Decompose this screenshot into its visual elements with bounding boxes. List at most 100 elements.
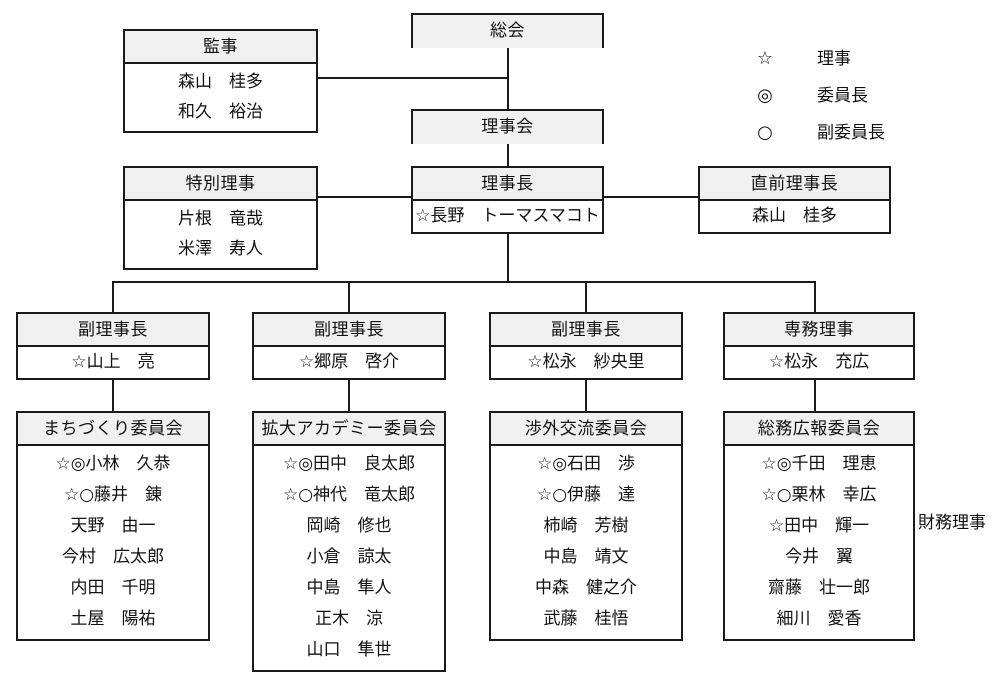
node-committee-soumu[interactable]: 総務広報委員会 ☆◎千田 理恵 ☆○栗林 幸広 ☆田中 輝一 今井 翼 齋藤 壮… xyxy=(723,411,915,641)
node-members: ☆長野 トーマスマコト xyxy=(413,201,602,232)
member-row: 森山 桂多 xyxy=(752,206,837,226)
node-special-director[interactable]: 特別理事 片根 竜哉 米澤 寿人 xyxy=(123,166,318,270)
member-row: 今村 広太郎 xyxy=(62,547,164,567)
member-row: ☆山上 亮 xyxy=(71,352,155,372)
connector-special-to-president xyxy=(317,196,414,198)
legend-row-director: ☆ 理事 xyxy=(745,44,945,81)
node-committee-shogai[interactable]: 渉外交流委員会 ☆◎石田 渉 ☆○伊藤 達 柿崎 芳樹 中島 靖文 中森 健之介… xyxy=(489,411,683,641)
node-president[interactable]: 理事長 ☆長野 トーマスマコト xyxy=(411,166,604,234)
member-row: 細川 愛香 xyxy=(776,609,862,629)
member-row: ☆田中 輝一 xyxy=(768,516,870,536)
member-row: 内田 千明 xyxy=(70,578,156,598)
connector-president-down xyxy=(507,226,509,282)
node-title: 副理事長 xyxy=(18,314,208,347)
node-vice-president-3[interactable]: 副理事長 ☆松永 紗央里 xyxy=(489,312,683,380)
node-members: ☆山上 亮 xyxy=(18,347,208,378)
node-members: ☆◎石田 渉 ☆○伊藤 達 柿崎 芳樹 中島 靖文 中森 健之介 武藤 桂悟 xyxy=(491,446,681,639)
connector-assembly-to-board xyxy=(507,46,509,110)
node-immediate-past-president[interactable]: 直前理事長 森山 桂多 xyxy=(698,166,891,234)
connector-bus-to-executive xyxy=(814,281,816,312)
member-row: ☆◎小林 久恭 xyxy=(55,454,171,474)
member-row: 中島 隼人 xyxy=(306,578,392,598)
node-auditors[interactable]: 監事 森山 桂多 和久 裕治 xyxy=(123,29,318,133)
star-icon: ☆ xyxy=(756,48,774,69)
member-row: 中森 健之介 xyxy=(535,578,637,598)
member-row: ☆松永 紗央里 xyxy=(527,352,645,372)
member-row: ☆◎田中 良太郎 xyxy=(282,454,416,474)
connector-vice1-to-committee xyxy=(112,375,114,411)
node-vice-president-2[interactable]: 副理事長 ☆郷原 啓介 xyxy=(252,312,446,380)
connector-officer-bus xyxy=(112,281,815,283)
member-row: 米澤 寿人 xyxy=(178,239,263,259)
node-vice-president-1[interactable]: 副理事長 ☆山上 亮 xyxy=(16,312,210,380)
connector-bus-to-vice3 xyxy=(585,281,587,312)
connector-board-to-president xyxy=(507,142,509,169)
member-row: ☆◎千田 理恵 xyxy=(761,454,877,474)
node-committee-academy[interactable]: 拡大アカデミー委員会 ☆◎田中 良太郎 ☆○神代 竜太郎 岡崎 修也 小倉 諒太… xyxy=(252,411,446,672)
member-row: 武藤 桂悟 xyxy=(543,609,629,629)
node-title: 拡大アカデミー委員会 xyxy=(254,413,444,446)
node-title: 総会 xyxy=(413,15,602,48)
node-members: ☆松永 紗央里 xyxy=(491,347,681,378)
member-row: ☆長野 トーマスマコト xyxy=(415,206,600,226)
node-executive-director[interactable]: 専務理事 ☆松永 充広 xyxy=(723,312,915,380)
node-board-of-directors[interactable]: 理事会 xyxy=(411,109,604,144)
circle-icon: ○ xyxy=(757,122,773,143)
node-title: 渉外交流委員会 xyxy=(491,413,681,446)
connector-executive-to-committee xyxy=(814,375,816,411)
legend: ☆ 理事 ◎ 委員長 ○ 副委員長 xyxy=(745,44,945,155)
node-members: ☆松永 充広 xyxy=(725,347,913,378)
node-members: 片根 竜哉 米澤 寿人 xyxy=(125,201,316,268)
node-title: 副理事長 xyxy=(491,314,681,347)
node-title: 理事長 xyxy=(413,168,602,201)
member-row: ☆○栗林 幸広 xyxy=(761,485,877,505)
connector-vice3-to-committee xyxy=(585,375,587,411)
member-row: 柿崎 芳樹 xyxy=(543,516,629,536)
connector-president-to-past-president xyxy=(603,196,699,198)
member-row: 岡崎 修也 xyxy=(306,516,392,536)
legend-row-vice-chair: ○ 副委員長 xyxy=(745,118,945,155)
node-title: 直前理事長 xyxy=(700,168,889,201)
member-row: 正木 涼 xyxy=(315,609,383,629)
legend-row-chair: ◎ 委員長 xyxy=(745,81,945,118)
legend-label: 委員長 xyxy=(817,86,868,106)
node-general-assembly[interactable]: 総会 xyxy=(411,13,604,48)
member-row: 齋藤 壮一郎 xyxy=(768,578,870,598)
connector-vice2-to-committee xyxy=(348,375,350,411)
node-title: まちづくり委員会 xyxy=(18,413,208,446)
node-title: 専務理事 xyxy=(725,314,913,347)
node-members: ☆◎田中 良太郎 ☆○神代 竜太郎 岡崎 修也 小倉 諒太 中島 隼人 正木 涼… xyxy=(254,446,444,670)
connector-bus-to-vice2 xyxy=(348,281,350,312)
node-title: 総務広報委員会 xyxy=(725,413,913,446)
connector-auditors-to-trunk xyxy=(317,77,508,79)
legend-label: 理事 xyxy=(817,49,851,69)
member-row: 土屋 陽祐 xyxy=(70,609,156,629)
member-row: 山口 隼世 xyxy=(306,640,392,660)
node-members: 森山 桂多 和久 裕治 xyxy=(125,64,316,131)
node-title: 監事 xyxy=(125,31,316,64)
node-title: 副理事長 xyxy=(254,314,444,347)
member-row: ☆松永 充広 xyxy=(768,352,870,372)
node-members: ☆◎小林 久恭 ☆○藤井 錬 天野 由一 今村 広太郎 内田 千明 土屋 陽祐 xyxy=(18,446,208,639)
double-circle-icon: ◎ xyxy=(757,85,773,106)
member-row: ☆○伊藤 達 xyxy=(536,485,636,505)
connector-bus-to-vice1 xyxy=(112,281,114,312)
member-row: 片根 竜哉 xyxy=(178,209,263,229)
node-title: 理事会 xyxy=(413,111,602,144)
member-row: 森山 桂多 xyxy=(178,72,263,92)
legend-label: 副委員長 xyxy=(817,123,885,143)
member-row: 小倉 諒太 xyxy=(306,547,392,567)
member-row: 和久 裕治 xyxy=(178,102,263,122)
member-row: ☆◎石田 渉 xyxy=(536,454,636,474)
node-committee-machizukuri[interactable]: まちづくり委員会 ☆◎小林 久恭 ☆○藤井 錬 天野 由一 今村 広太郎 内田 … xyxy=(16,411,210,641)
node-members: ☆◎千田 理恵 ☆○栗林 幸広 ☆田中 輝一 今井 翼 齋藤 壮一郎 細川 愛香 xyxy=(725,446,913,639)
annotation-finance-director: 財務理事 xyxy=(918,513,986,533)
member-row: 今井 翼 xyxy=(785,547,853,567)
member-row: ☆○藤井 錬 xyxy=(63,485,163,505)
member-row: 天野 由一 xyxy=(70,516,156,536)
node-title: 特別理事 xyxy=(125,168,316,201)
node-members: ☆郷原 啓介 xyxy=(254,347,444,378)
member-row: 中島 靖文 xyxy=(543,547,629,567)
member-row: ☆○神代 竜太郎 xyxy=(282,485,416,505)
